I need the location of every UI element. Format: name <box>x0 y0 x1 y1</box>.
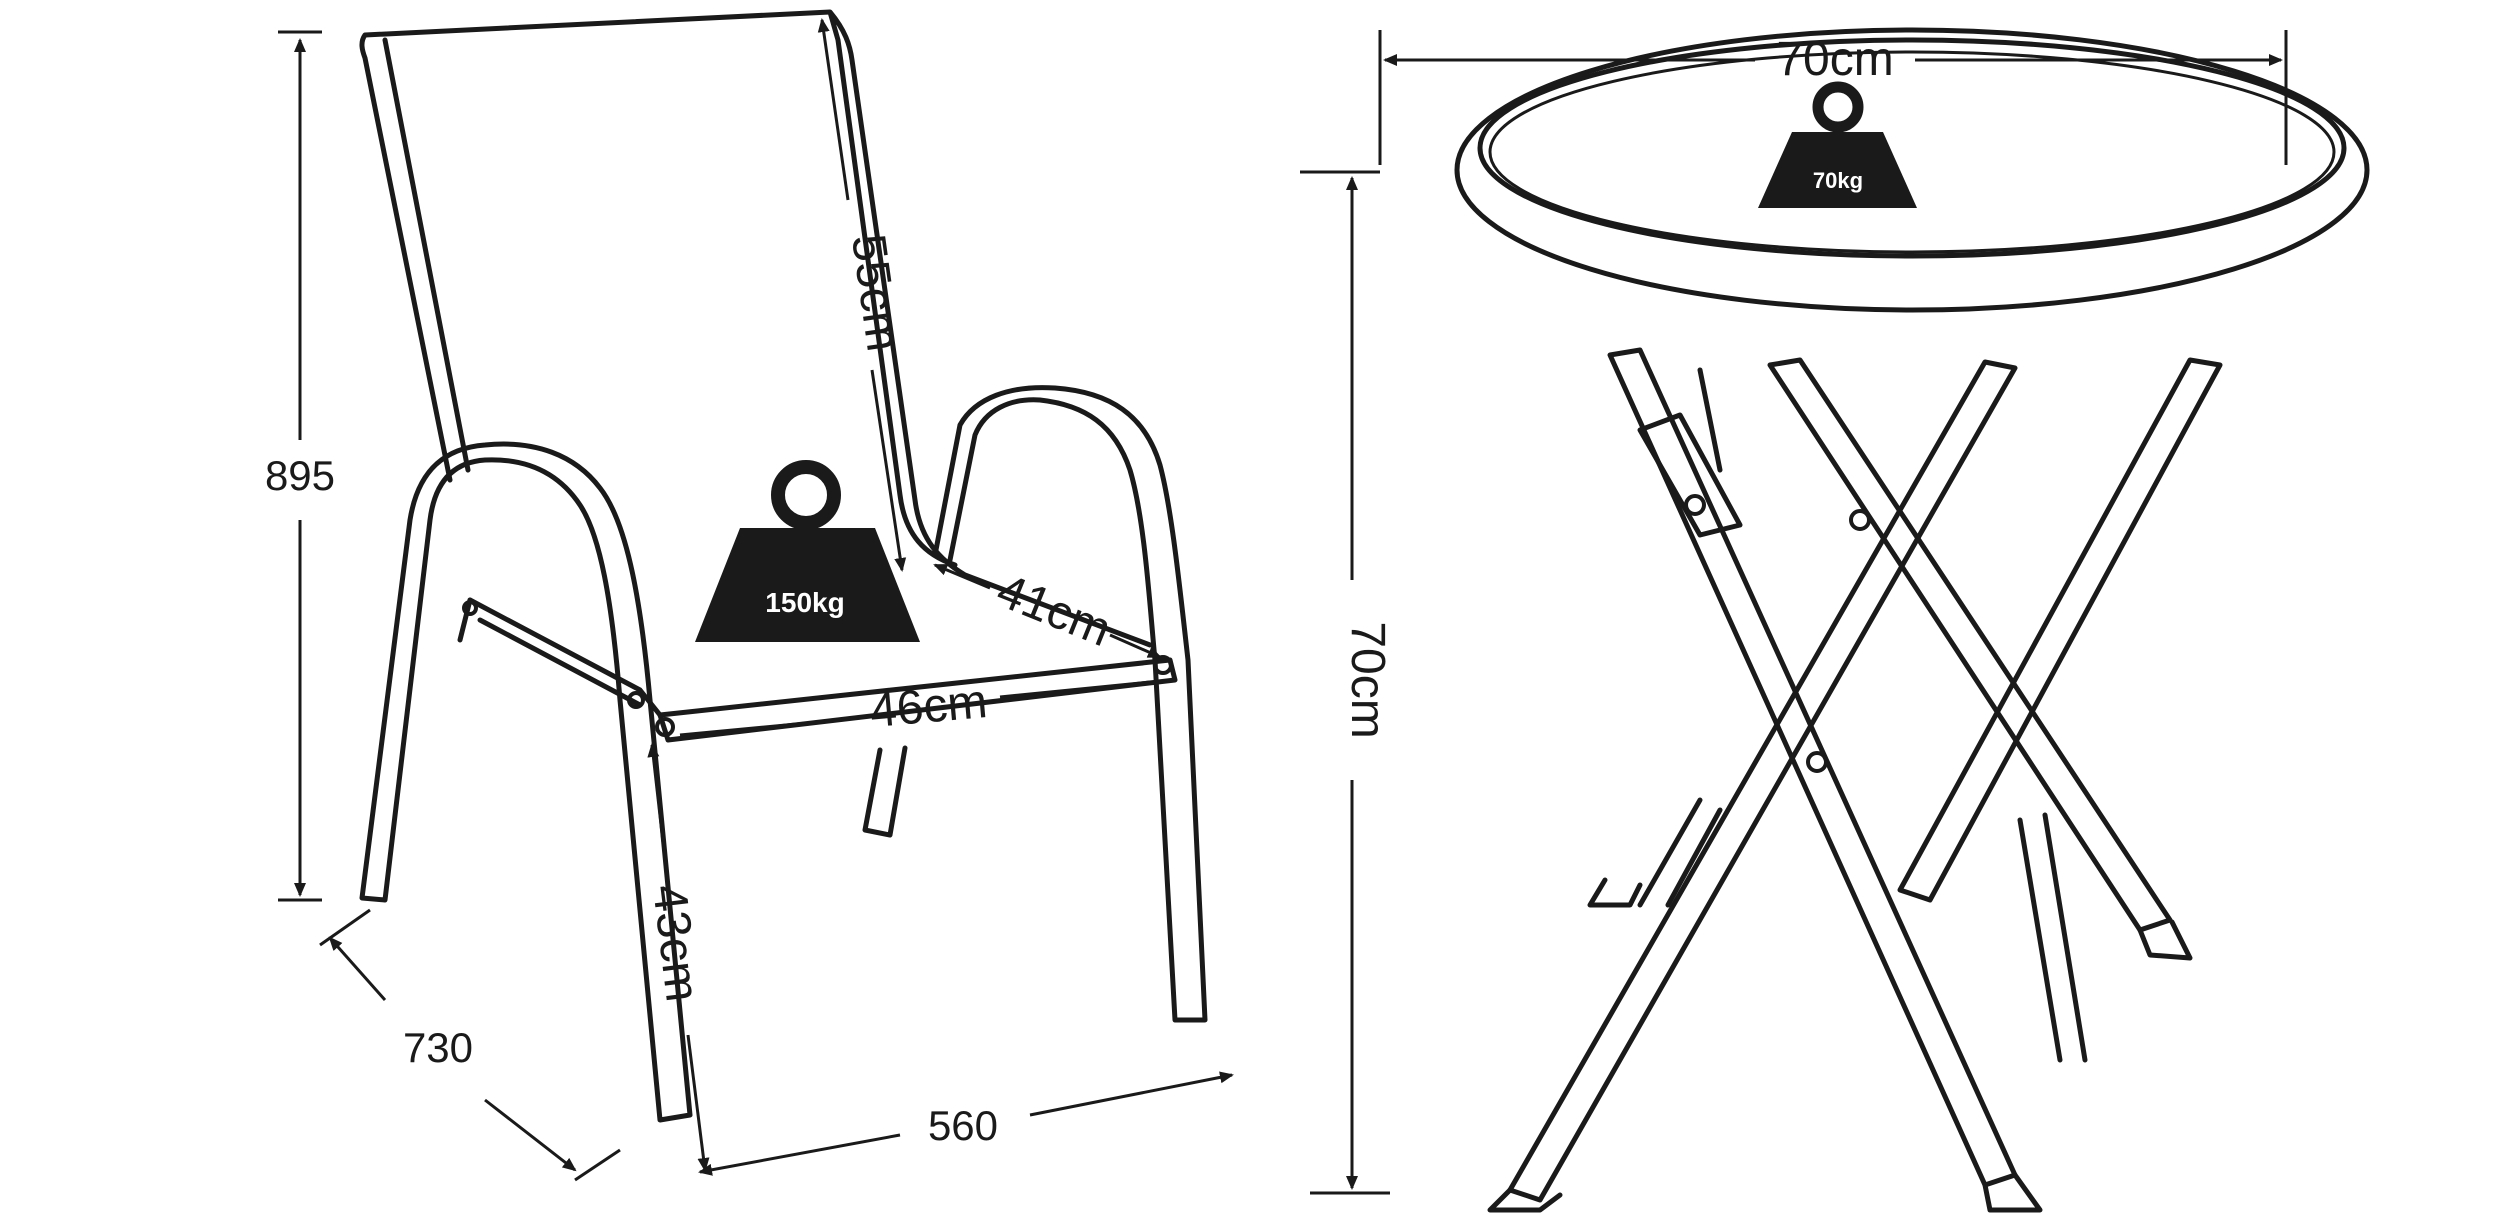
table-top-inner <box>1477 37 2347 259</box>
table-dimension-lines <box>1300 30 2288 1195</box>
chair-seat-side <box>467 597 663 718</box>
table-leg-c <box>1767 357 2173 933</box>
chair-backrest-label: 55cm <box>841 231 910 355</box>
table-diameter-label: 70cm <box>1776 33 1893 86</box>
table-height-label: 70cm <box>1341 621 1394 738</box>
chair-seat-rail <box>657 657 1178 743</box>
chair-left-arm <box>359 441 693 1123</box>
chair-rear-leg <box>862 745 908 838</box>
chair-seat-depth-label: 41cm <box>989 564 1118 657</box>
table-brace <box>1637 412 1743 538</box>
chair-seat-width-label: 46cm <box>868 675 990 738</box>
table-foot-right <box>2137 919 2193 961</box>
table-weight-label: 70kg <box>1813 168 1863 193</box>
table-weight-icon: 70kg <box>1758 81 1917 208</box>
table-foot-center <box>1982 1172 2043 1213</box>
table-leg-b <box>1897 357 2223 903</box>
chair-back-leg-left <box>457 597 473 643</box>
table-foot-left <box>1487 1187 1563 1213</box>
table-top-outer <box>1454 27 2370 313</box>
chair-depth-label: 730 <box>403 1024 473 1071</box>
table-drawing <box>1454 27 2370 1213</box>
chair-seat-height-label: 43cm <box>642 882 709 1005</box>
chair-weight-icon: 150kg <box>695 460 920 642</box>
chair-backrest <box>359 9 1153 648</box>
chair-height-label: 895 <box>265 452 335 499</box>
table-leg-d <box>1507 359 2018 1203</box>
chair-width-label: 560 <box>928 1102 998 1149</box>
chair-drawing <box>359 9 1208 1123</box>
chair-dimension-lines <box>278 18 1234 1182</box>
chair-right-arm <box>932 385 1208 1023</box>
table-foot-back-left <box>1587 877 1643 908</box>
chair-weight-label: 150kg <box>765 587 844 618</box>
